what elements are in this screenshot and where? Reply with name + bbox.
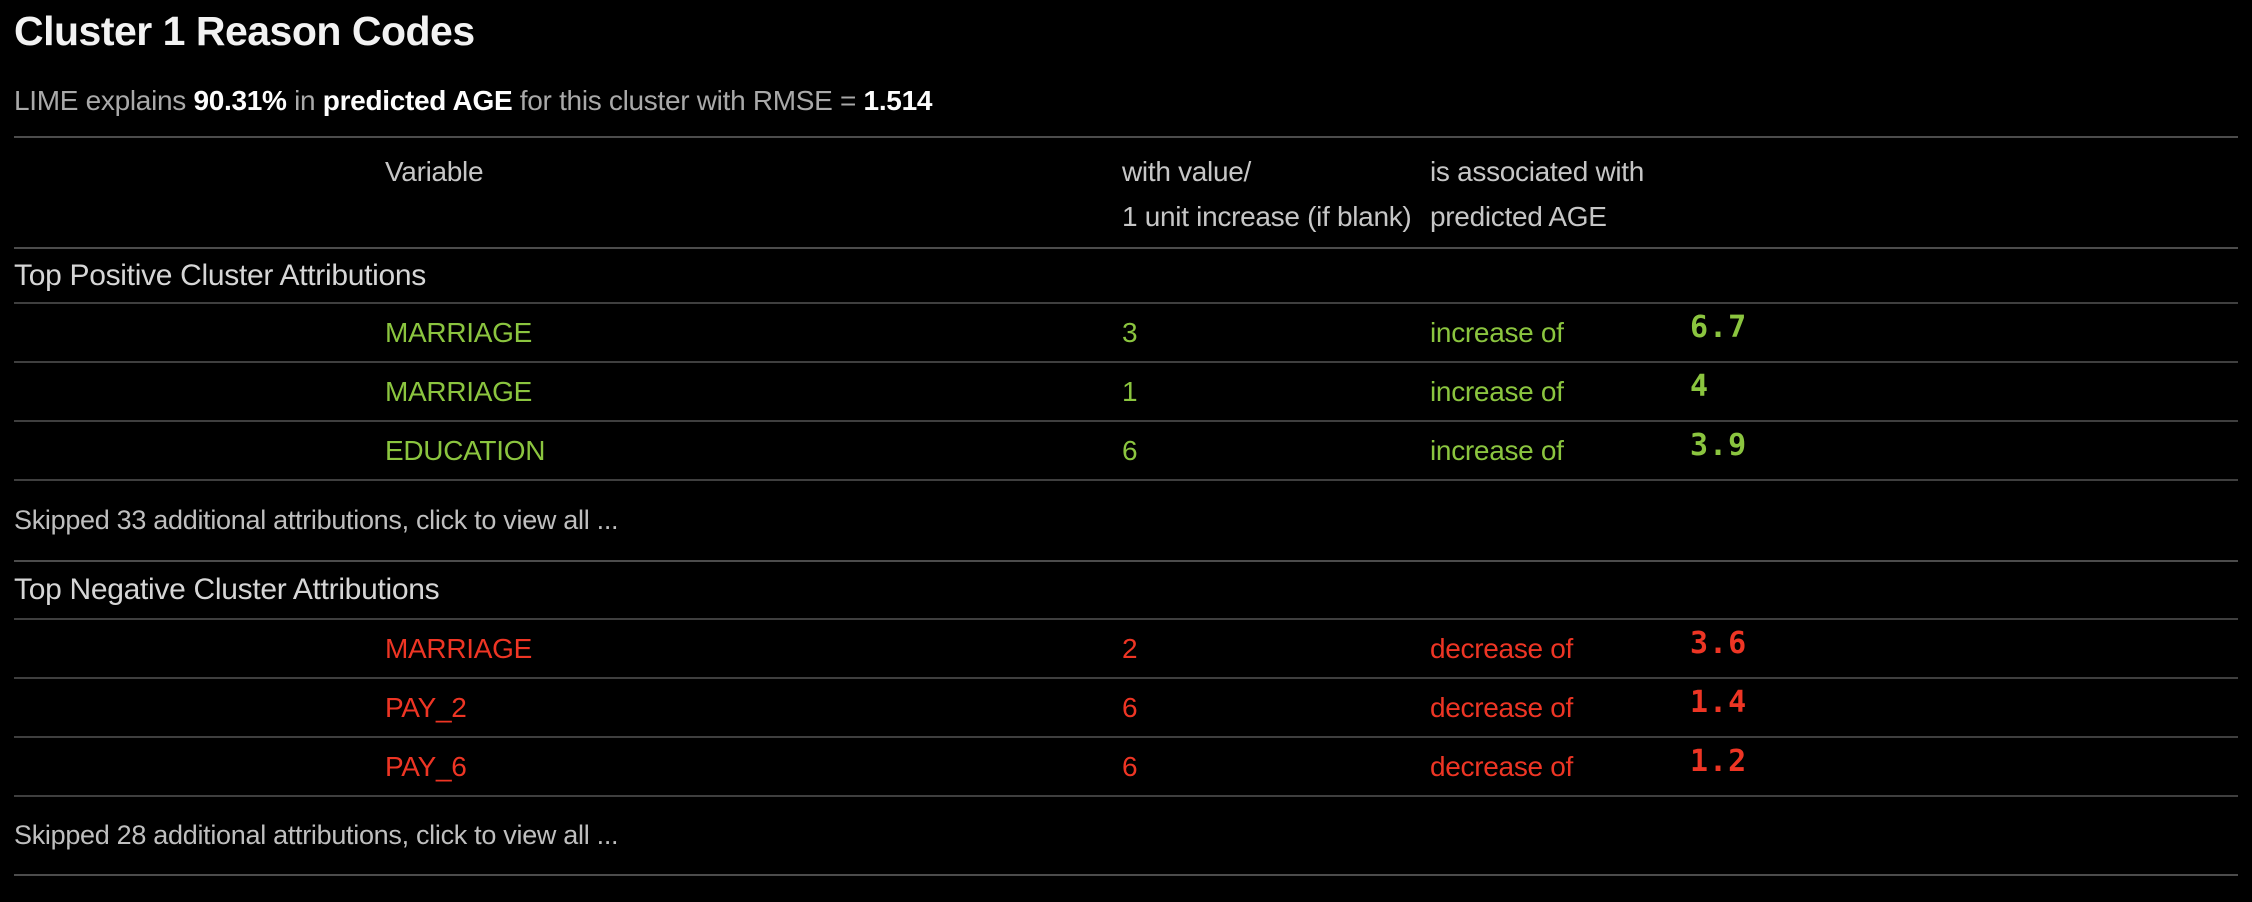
negative-view-all-link[interactable]: Skipped 28 additional attributions, clic… bbox=[14, 820, 619, 850]
row-variable: PAY_6 bbox=[385, 750, 467, 782]
row-value: 6 bbox=[1122, 691, 1138, 723]
positive-section-header: Top Positive Cluster Attributions bbox=[14, 249, 2238, 304]
row-value: 2 bbox=[1122, 632, 1138, 664]
row-value: 6 bbox=[1122, 750, 1138, 782]
header-block: Cluster 1 Reason Codes LIME explains 90.… bbox=[14, 0, 2238, 138]
row-value: 6 bbox=[1122, 434, 1138, 466]
row-amount: 4 bbox=[1690, 369, 1710, 404]
attribution-row-negative-3: PAY_6 6 decrease of 1.2 bbox=[14, 738, 2238, 797]
summary-rmse-value: 1.514 bbox=[863, 85, 933, 116]
row-amount: 1.4 bbox=[1690, 685, 1748, 720]
page-title: Cluster 1 Reason Codes bbox=[14, 8, 475, 54]
column-header-value: with value/ 1 unit increase (if blank) bbox=[1122, 156, 1412, 232]
positive-view-all-link[interactable]: Skipped 33 additional attributions, clic… bbox=[14, 505, 619, 535]
attribution-row-negative-1: MARRIAGE 2 decrease of 3.6 bbox=[14, 620, 2238, 679]
row-direction: increase of bbox=[1430, 316, 1564, 348]
lime-summary-text: LIME explains 90.31% in predicted AGE fo… bbox=[14, 85, 2238, 117]
summary-segment: LIME explains bbox=[14, 85, 194, 116]
row-amount: 3.9 bbox=[1690, 428, 1748, 463]
row-variable: EDUCATION bbox=[385, 434, 546, 466]
attribution-row-positive-3: EDUCATION 6 increase of 3.9 bbox=[14, 422, 2238, 481]
summary-target-label: predicted AGE bbox=[322, 85, 513, 116]
summary-segment: in bbox=[286, 85, 323, 116]
row-value: 1 bbox=[1122, 375, 1138, 407]
negative-skipped-row: Skipped 28 additional attributions, clic… bbox=[14, 797, 2238, 876]
summary-segment: for this cluster with RMSE = bbox=[512, 85, 864, 116]
table-header-row: Variable with value/ 1 unit increase (if… bbox=[14, 138, 2238, 249]
row-variable: PAY_2 bbox=[385, 691, 467, 723]
positive-skipped-row: Skipped 33 additional attributions, clic… bbox=[14, 481, 2238, 562]
row-amount: 1.2 bbox=[1690, 744, 1748, 779]
attribution-row-negative-2: PAY_2 6 decrease of 1.4 bbox=[14, 679, 2238, 738]
row-amount: 3.6 bbox=[1690, 626, 1748, 661]
summary-r2-value: 90.31% bbox=[193, 85, 287, 116]
row-variable: MARRIAGE bbox=[385, 375, 532, 407]
column-header-variable: Variable bbox=[385, 156, 484, 187]
row-direction: increase of bbox=[1430, 434, 1564, 466]
row-value: 3 bbox=[1122, 316, 1138, 348]
row-variable: MARRIAGE bbox=[385, 632, 532, 664]
attribution-row-positive-1: MARRIAGE 3 increase of 6.7 bbox=[14, 304, 2238, 363]
row-variable: MARRIAGE bbox=[385, 316, 532, 348]
column-header-association: is associated with predicted AGE bbox=[1430, 156, 1645, 232]
row-direction: increase of bbox=[1430, 375, 1564, 407]
row-direction: decrease of bbox=[1430, 750, 1574, 782]
negative-section-header: Top Negative Cluster Attributions bbox=[14, 562, 2238, 620]
row-amount: 6.7 bbox=[1690, 310, 1748, 345]
attribution-row-positive-2: MARRIAGE 1 increase of 4 bbox=[14, 363, 2238, 422]
row-direction: decrease of bbox=[1430, 691, 1574, 723]
row-direction: decrease of bbox=[1430, 632, 1574, 664]
